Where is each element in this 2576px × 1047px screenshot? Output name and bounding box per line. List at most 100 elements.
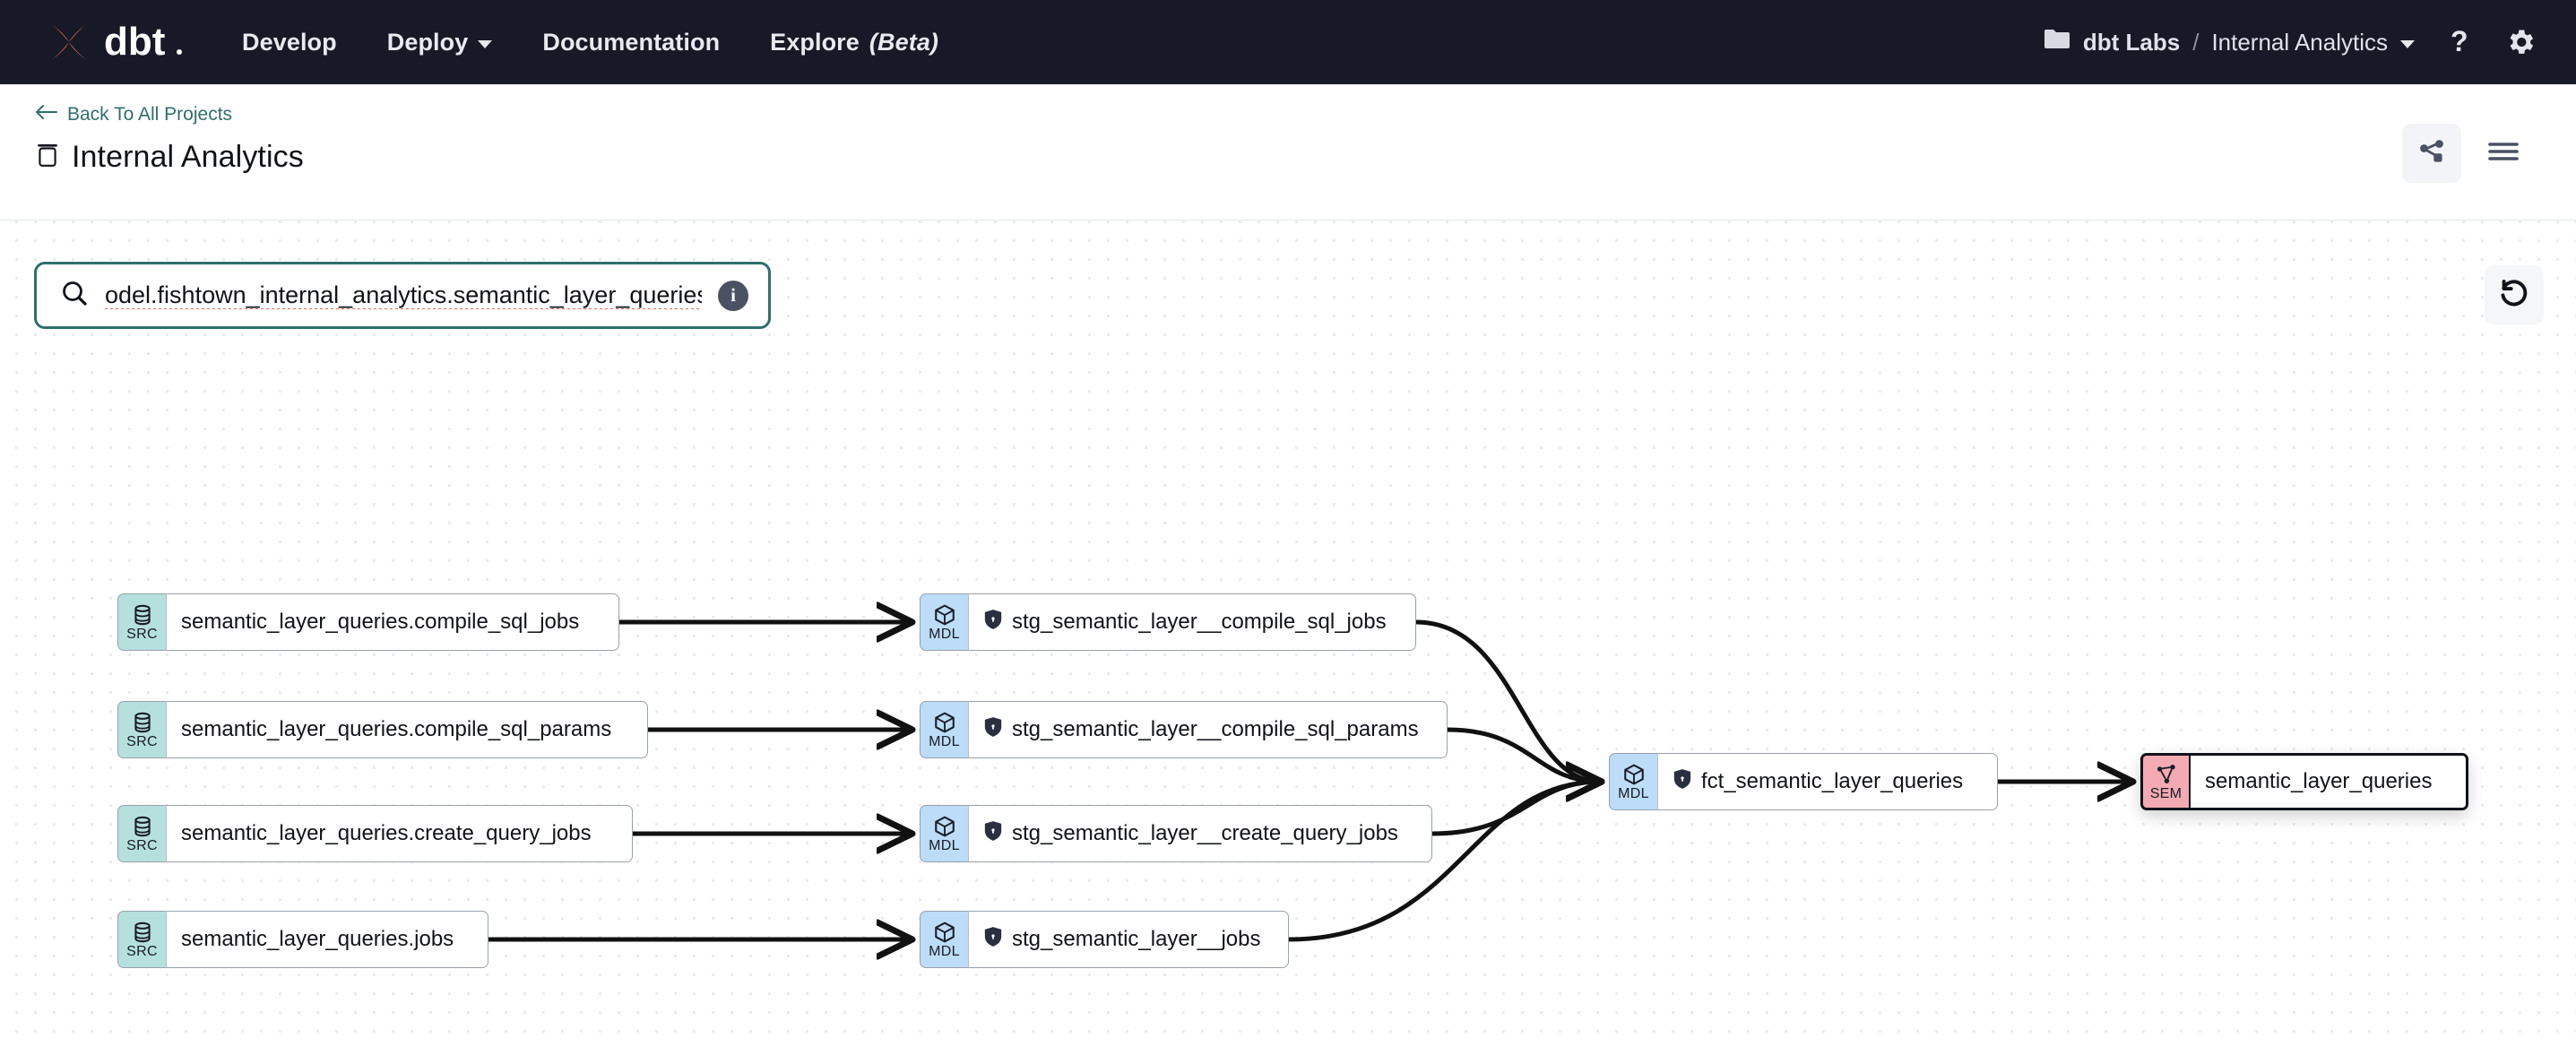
node-label: stg_semantic_layer__create_query_jobs (1012, 821, 1398, 845)
node-type-badge-src: SRC (117, 701, 166, 758)
node-type-badge-src: SRC (117, 593, 166, 651)
node-body[interactable]: semantic_layer_queries (2189, 753, 2468, 810)
lineage-graph-icon (2416, 136, 2447, 171)
node-body[interactable]: semantic_layer_queries.create_query_jobs (166, 805, 633, 862)
reset-view-button[interactable] (2485, 265, 2544, 324)
node-label: semantic_layer_queries.create_query_jobs (181, 821, 592, 845)
node-body[interactable]: semantic_layer_queries.compile_sql_jobs (166, 593, 619, 651)
node-label: semantic_layer_queries (2205, 769, 2433, 793)
nav-link-explore-label: Explore (770, 28, 860, 56)
lineage-node-mdl_fct_semantic_layer_queries[interactable]: MDL fct_semantic_layer_queries (1609, 753, 1998, 810)
question-mark-icon: ? (2451, 25, 2468, 57)
page-title-row: Internal Analytics (36, 140, 304, 175)
lineage-node-mdl_stg_compile_sql_jobs[interactable]: MDL stg_semantic_layer__compile_sql_jobs (920, 593, 1416, 651)
page-title: Internal Analytics (72, 140, 304, 174)
settings-button[interactable] (2504, 26, 2537, 58)
node-body[interactable]: stg_semantic_layer__compile_sql_params (968, 701, 1448, 758)
svg-text:dbt: dbt (104, 21, 166, 64)
node-body[interactable]: semantic_layer_queries.compile_sql_param… (166, 701, 648, 758)
node-type-badge-mdl: MDL (920, 911, 968, 968)
protected-shield-icon (983, 609, 1003, 636)
semantic-graph-icon (2155, 763, 2178, 786)
nav-right-cluster: dbt Labs / Internal Analytics ? (2044, 25, 2537, 59)
search-icon (60, 279, 89, 312)
node-label: stg_semantic_layer__jobs (1012, 927, 1261, 951)
org-project-breadcrumb[interactable]: dbt Labs / Internal Analytics (2044, 28, 2415, 57)
search-box[interactable]: odel.fishtown_internal_analytics.semanti… (34, 262, 771, 329)
search-input-value: odel.fishtown_internal_analytics.semanti… (105, 281, 702, 308)
node-type-label: SEM (2149, 785, 2183, 801)
protected-shield-icon (983, 820, 1003, 848)
lineage-view-button[interactable] (2402, 124, 2461, 183)
nav-link-documentation-label: Documentation (542, 28, 721, 56)
help-button[interactable]: ? (2445, 25, 2474, 59)
lineage-node-src_compile_sql_jobs[interactable]: SRC semantic_layer_queries.compile_sql_jo… (117, 593, 619, 651)
back-to-all-projects-label: Back To All Projects (67, 104, 233, 125)
gear-icon (2510, 30, 2534, 54)
lineage-canvas[interactable]: SRC semantic_layer_queries.compile_sql_jo… (0, 221, 2576, 1047)
back-to-all-projects-link[interactable]: Back To All Projects (36, 104, 304, 125)
project-name-label: Internal Analytics (2211, 28, 2388, 56)
database-icon (131, 921, 154, 944)
node-type-label: SRC (126, 626, 158, 642)
node-type-label: MDL (929, 626, 960, 642)
database-icon (131, 815, 154, 838)
node-type-badge-src: SRC (117, 911, 166, 968)
dbt-logo-icon (43, 16, 95, 68)
node-type-badge-mdl: MDL (1609, 753, 1657, 810)
reset-rotate-left-icon (2498, 277, 2530, 314)
hamburger-menu-icon (2487, 139, 2520, 169)
node-label: semantic_layer_queries.jobs (181, 927, 454, 951)
breadcrumb-separator: / (2192, 28, 2200, 56)
node-type-badge-mdl: MDL (920, 701, 968, 758)
arrow-left-icon (36, 104, 59, 125)
node-body[interactable]: fct_semantic_layer_queries (1657, 753, 1998, 810)
node-type-label: SRC (126, 837, 158, 853)
menu-button[interactable] (2474, 124, 2533, 183)
node-label: semantic_layer_queries.compile_sql_param… (181, 717, 612, 741)
node-body[interactable]: stg_semantic_layer__create_query_jobs (968, 805, 1432, 862)
nav-link-deploy[interactable]: Deploy (387, 29, 493, 56)
node-type-badge-src: SRC (117, 805, 166, 862)
cube-icon (933, 711, 956, 734)
nav-link-explore[interactable]: Explore (Beta) (770, 29, 938, 56)
node-label: fct_semantic_layer_queries (1701, 769, 1964, 793)
primary-nav-links: Develop Deploy Documentation Explore (Be… (242, 29, 938, 56)
node-type-badge-mdl: MDL (920, 805, 968, 862)
node-label: semantic_layer_queries.compile_sql_jobs (181, 610, 580, 634)
cube-icon (933, 921, 956, 944)
lineage-node-mdl_stg_jobs[interactable]: MDL stg_semantic_layer__jobs (920, 911, 1289, 968)
nav-link-deploy-label: Deploy (386, 28, 469, 56)
lineage-graph: SRC semantic_layer_queries.compile_sql_jo… (0, 221, 2576, 1047)
svg-text:?: ? (2451, 25, 2468, 57)
node-type-label: MDL (929, 733, 960, 749)
org-name-label: dbt Labs (2082, 28, 2181, 56)
lineage-node-src_compile_sql_params[interactable]: SRC semantic_layer_queries.compile_sql_pa… (117, 701, 648, 758)
cube-icon (933, 815, 956, 838)
lineage-node-src_jobs[interactable]: SRC semantic_layer_queries.jobs (117, 911, 488, 968)
lineage-node-src_create_query_jobs[interactable]: SRC semantic_layer_queries.create_query_j… (117, 805, 633, 862)
lineage-node-mdl_stg_create_query_jobs[interactable]: MDL stg_semantic_layer__create_query_jobs (920, 805, 1432, 862)
database-icon (131, 711, 154, 734)
dbt-logo[interactable]: dbt (43, 16, 186, 68)
node-type-badge-mdl: MDL (920, 593, 968, 651)
lineage-node-sem_semantic_layer_queries[interactable]: SEM semantic_layer_queries (2140, 753, 2468, 810)
node-body[interactable]: stg_semantic_layer__compile_sql_jobs (968, 593, 1416, 651)
protected-shield-icon (983, 926, 1003, 954)
info-icon[interactable]: i (718, 280, 748, 311)
search-input[interactable]: odel.fishtown_internal_analytics.semanti… (105, 281, 702, 309)
node-label: stg_semantic_layer__compile_sql_params (1012, 717, 1419, 741)
node-type-label: MDL (1618, 785, 1649, 801)
top-navigation-bar: dbt Develop Deploy Documentation Explore… (0, 0, 2576, 84)
node-body[interactable]: semantic_layer_queries.jobs (166, 911, 488, 968)
nav-link-develop-label: Develop (242, 28, 337, 56)
nav-link-documentation[interactable]: Documentation (542, 29, 720, 56)
nav-link-develop[interactable]: Develop (242, 29, 337, 56)
project-sub-header: Back To All Projects Internal Analytics (0, 84, 2576, 221)
header-action-buttons (2402, 124, 2533, 183)
nav-link-explore-beta-tag: (Beta) (869, 28, 939, 56)
database-icon (131, 603, 154, 627)
lineage-node-mdl_stg_compile_sql_params[interactable]: MDL stg_semantic_layer__compile_sql_param… (920, 701, 1448, 758)
protected-shield-icon (983, 716, 1003, 744)
node-body[interactable]: stg_semantic_layer__jobs (968, 911, 1289, 968)
